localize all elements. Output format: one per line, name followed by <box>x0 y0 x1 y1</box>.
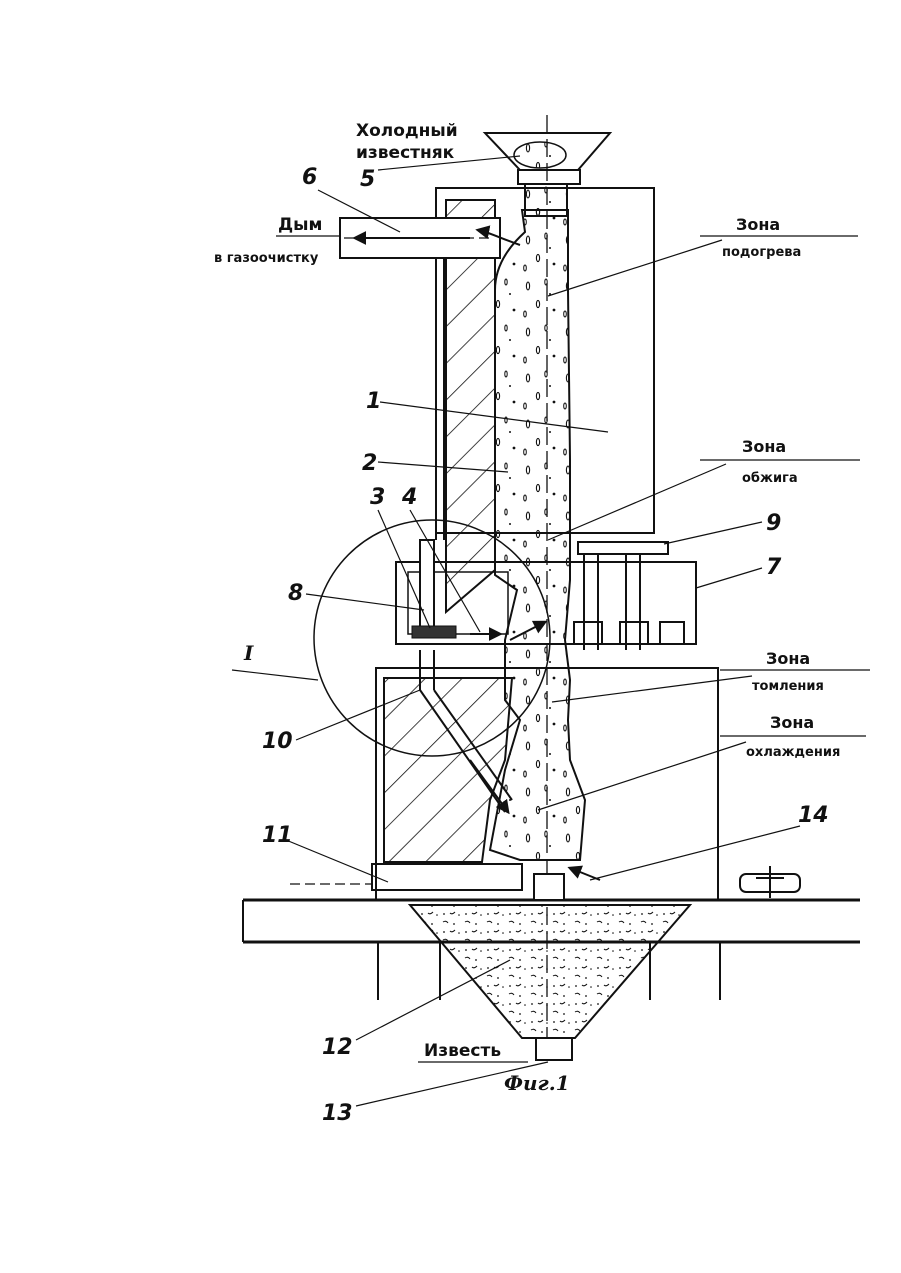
label-2: 2 <box>362 451 377 476</box>
soaking-zone-label-1: Зона <box>766 649 810 668</box>
label-11: 11 <box>262 823 293 848</box>
lime-label: Известь <box>424 1041 501 1061</box>
heating-zone-label-2: подогрева <box>722 245 801 260</box>
firing-zone-label-1: Зона <box>742 437 786 456</box>
refractory-lining-upper <box>446 200 495 612</box>
lime-bunker <box>410 905 690 1060</box>
label-12: 12 <box>322 1035 353 1060</box>
label-13: 13 <box>322 1101 353 1126</box>
label-6: 6 <box>302 165 317 190</box>
firing-zone-label-2: обжига <box>742 471 798 486</box>
support-column-right <box>650 942 720 1000</box>
soaking-zone-label-2: томления <box>752 679 824 694</box>
label-14: 14 <box>798 803 829 828</box>
smoke-label-1: Дым <box>278 215 322 235</box>
cold-limestone-label-2: известняк <box>356 143 455 163</box>
heating-zone-label-1: Зона <box>736 215 780 234</box>
label-3: 3 <box>370 485 385 510</box>
label-1: 1 <box>366 389 381 414</box>
label-4: 4 <box>401 485 417 510</box>
air-inlet <box>290 864 600 900</box>
label-7: 7 <box>766 555 782 580</box>
figure-caption: Фиг.1 <box>504 1071 570 1095</box>
cooling-zone-label-1: Зона <box>770 713 814 732</box>
label-10: 10 <box>262 729 293 754</box>
cooling-zone-label-2: охлаждения <box>746 745 840 760</box>
right-fitting <box>740 866 800 898</box>
support-column-left <box>378 942 440 1000</box>
label-9: 9 <box>766 511 781 536</box>
detail-mark-label: I <box>243 641 254 665</box>
label-5: 5 <box>360 167 375 192</box>
smoke-outlet-pipe <box>340 218 520 258</box>
label-8: 8 <box>288 581 303 606</box>
cold-limestone-label-1: Холодный <box>356 121 458 141</box>
smoke-label-2: в газоочистку <box>214 251 319 266</box>
gas-duct-left <box>436 258 444 540</box>
